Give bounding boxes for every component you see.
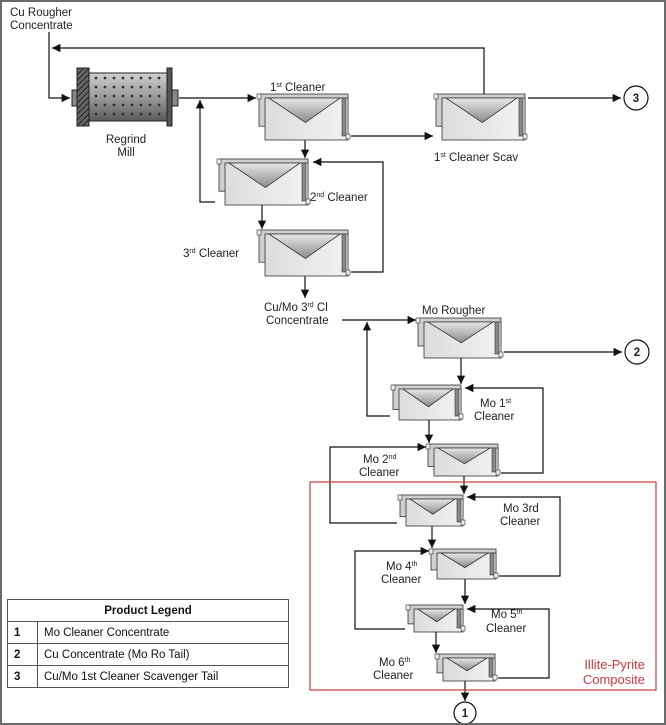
cleaner1-scav-label: 1st Cleaner Scav	[434, 152, 518, 164]
legend-label: Mo Cleaner Concentrate	[37, 621, 289, 644]
mo6-tail-recycle	[467, 604, 550, 679]
mo1-label-2: Cleaner	[474, 411, 514, 423]
mo1-tail-recycle	[362, 322, 390, 417]
mo3-label-1: Mo 3rd	[503, 503, 539, 515]
mo3-cell	[397, 494, 466, 527]
mill-label-1: Regrind	[106, 134, 146, 146]
mo4-tail-recycle	[467, 492, 561, 577]
legend-num: 3	[7, 665, 38, 688]
cleaner3-cell	[256, 229, 351, 277]
feed-label-1: Cu Rougher	[10, 7, 72, 19]
mo6-label-2: Cleaner	[373, 670, 413, 682]
mo1-cell	[390, 384, 464, 421]
composite-label-1: Illite-Pyrite	[584, 657, 645, 672]
mo6-cell	[434, 653, 498, 682]
mo2-label-2: Cleaner	[359, 467, 399, 479]
mo4-label-2: Cleaner	[381, 574, 421, 586]
product-2-label: 2	[634, 347, 640, 359]
mo1-label-1: Mo 1st	[480, 398, 511, 410]
cleaner1-scav-cell	[433, 93, 528, 141]
mo5-cell	[405, 604, 466, 633]
composite-label-2: Composite	[583, 672, 645, 687]
mo5-label-1: Mo 5th	[491, 609, 523, 621]
cleaner3-label: 3rd Cleaner	[183, 248, 239, 260]
cleaner3-tail-recycle	[313, 157, 384, 273]
cu-mo-conc-label-1: Cu/Mo 3rd Cl	[264, 302, 328, 314]
mo-rougher-label: Mo Rougher	[422, 305, 485, 317]
mo-rougher-cell	[415, 317, 504, 359]
illite-pyrite-composite-box	[309, 481, 657, 691]
product-1-label: 1	[462, 708, 469, 720]
mo2-label-1: Mo 2nd	[363, 454, 396, 466]
mo3-tail-recycle	[329, 442, 426, 524]
legend-title: Product Legend	[7, 599, 289, 622]
mo5-tail-recycle	[354, 546, 429, 630]
mo3-label-2: Cleaner	[500, 516, 540, 528]
scav-conc-recycle	[52, 43, 485, 112]
product-1-marker: 1	[453, 701, 477, 723]
mo6-label-1: Mo 6th	[379, 657, 411, 669]
cleaner1-label: 1st Cleaner	[270, 82, 325, 94]
stream-lines	[48, 32, 622, 701]
feed-label-2: Concentrate	[10, 20, 73, 32]
cleaner1-cell	[256, 93, 351, 141]
cleaner2-label: 2nd Cleaner	[310, 192, 368, 204]
mo4-label-1: Mo 4th	[386, 561, 418, 573]
legend-num: 2	[7, 643, 38, 666]
mo2-tail-recycle	[465, 383, 544, 474]
cleaner2-tail-recycle	[195, 99, 215, 203]
legend-num: 1	[7, 621, 38, 644]
product-2-marker: 2	[624, 339, 650, 365]
mo5-label-2: Cleaner	[486, 623, 526, 635]
mo2-cell	[425, 443, 501, 477]
mill-label-2: Mill	[117, 147, 134, 159]
cu-mo-conc-label-2: Concentrate	[266, 315, 329, 327]
product-3-marker: 3	[623, 85, 649, 111]
legend-label: Cu Concentrate (Mo Ro Tail)	[37, 643, 289, 666]
cleaner2-cell	[216, 158, 311, 206]
flotation-cells	[216, 93, 528, 682]
feed-stream	[48, 32, 70, 103]
regrind-mill	[71, 67, 179, 127]
legend-label: Cu/Mo 1st Cleaner Scavenger Tail	[37, 665, 289, 688]
product-3-label: 3	[633, 93, 639, 105]
mo4-cell	[428, 548, 499, 580]
